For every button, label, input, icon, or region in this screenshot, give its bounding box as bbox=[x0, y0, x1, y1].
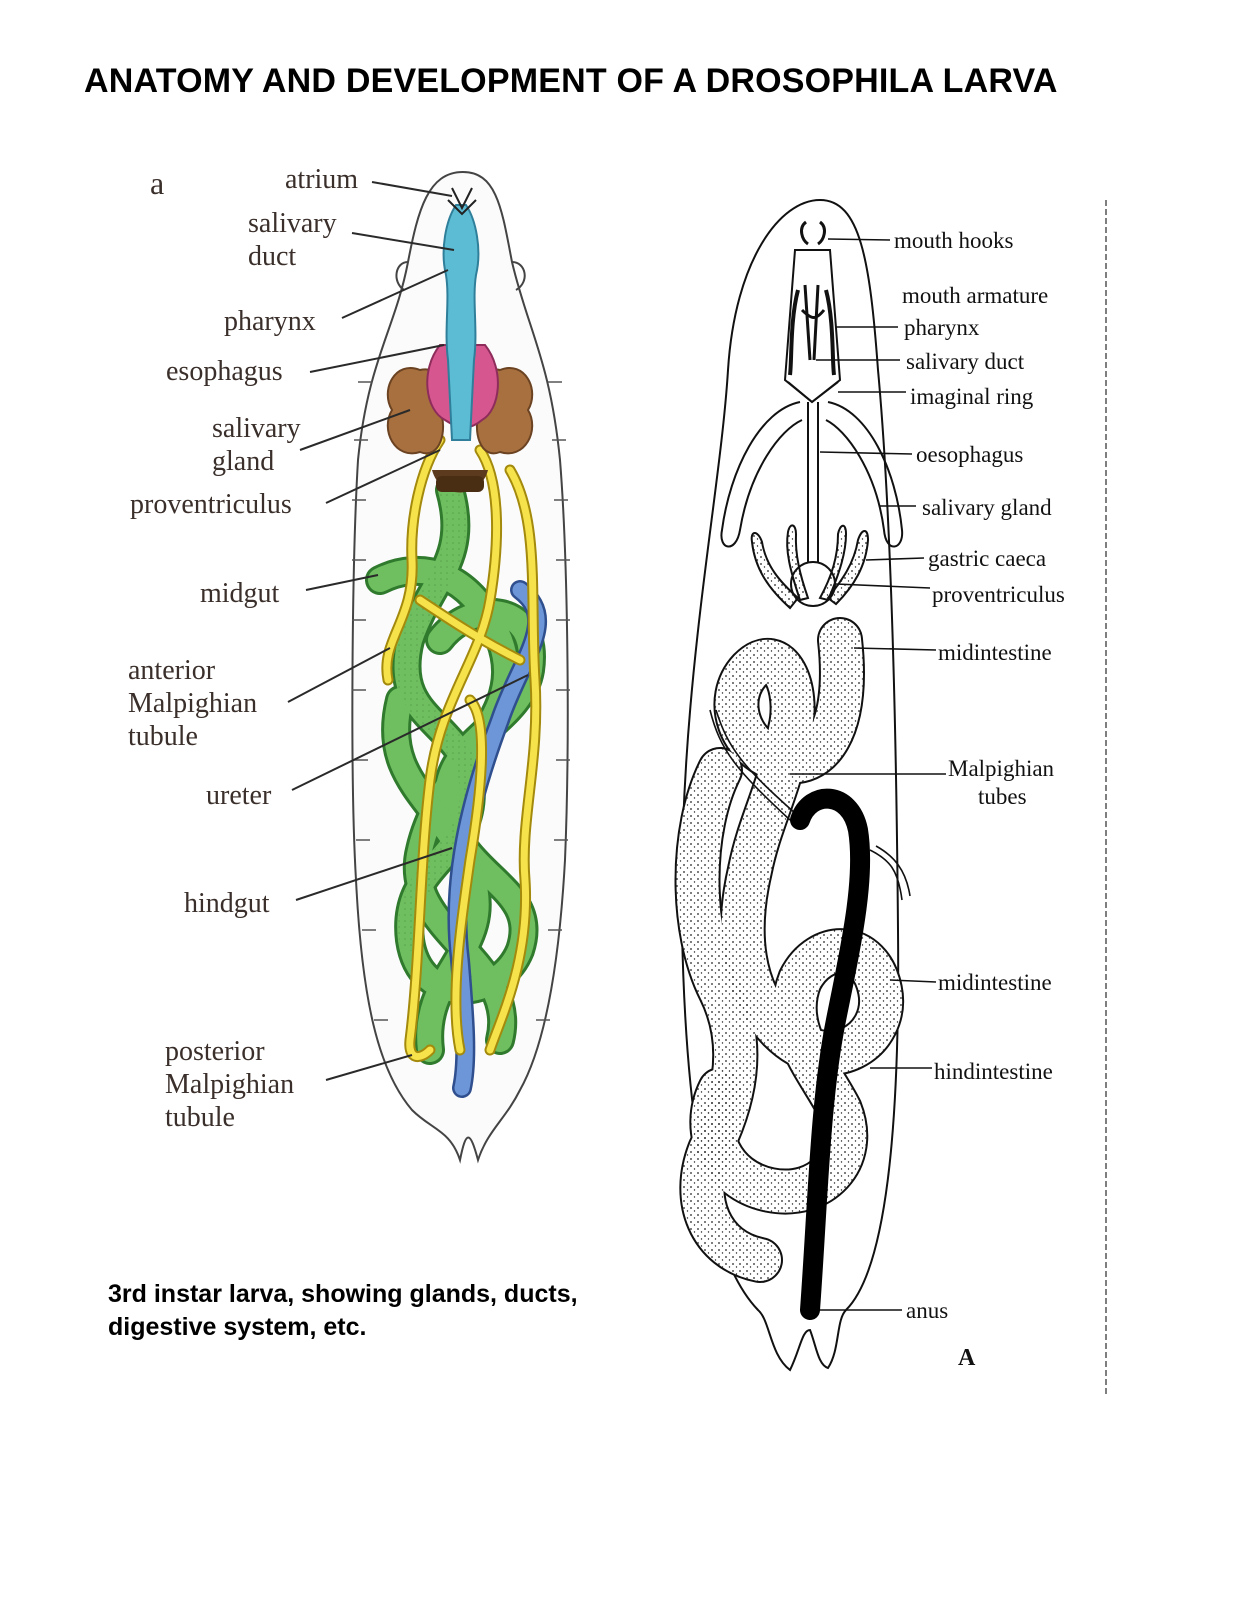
label-posterior-malpighian-line3: tubule bbox=[165, 1102, 235, 1133]
label-pharynx-b: pharynx bbox=[904, 315, 980, 340]
label-proventriculus: proventriculus bbox=[130, 489, 292, 520]
label-hindgut: hindgut bbox=[184, 888, 270, 919]
label-imaginal-ring: imaginal ring bbox=[910, 384, 1034, 409]
caption-line-2: digestive system, etc. bbox=[108, 1313, 367, 1341]
label-esophagus: esophagus bbox=[166, 356, 283, 387]
label-midintestine-1: midintestine bbox=[938, 640, 1052, 665]
label-malpighian-tubes-line2: tubes bbox=[978, 784, 1027, 809]
mouth-hooks bbox=[800, 220, 826, 246]
segment-ticks bbox=[352, 381, 570, 1021]
label-midintestine-2: midintestine bbox=[938, 970, 1052, 995]
label-salivary-gland-b: salivary gland bbox=[922, 495, 1052, 520]
mouth-armature bbox=[783, 249, 842, 404]
label-salivary-duct-b: salivary duct bbox=[906, 349, 1025, 374]
label-proventriculus-b: proventriculus bbox=[932, 582, 1065, 607]
salivary-duct bbox=[442, 204, 480, 441]
caption-line-1: 3rd instar larva, showing glands, ducts, bbox=[108, 1280, 578, 1308]
figure-a-panel-letter: a bbox=[150, 165, 164, 201]
label-anterior-malpighian-line3: tubule bbox=[128, 721, 198, 752]
label-ureter: ureter bbox=[206, 780, 272, 811]
figure-caption: 3rd instar larva, showing glands, ducts,… bbox=[108, 1278, 578, 1344]
imaginal-ring bbox=[787, 381, 839, 404]
label-midgut: midgut bbox=[200, 578, 280, 609]
label-oesophagus: oesophagus bbox=[916, 442, 1023, 467]
label-hindintestine: hindintestine bbox=[934, 1059, 1053, 1084]
label-mouth-armature: mouth armature bbox=[902, 283, 1048, 308]
label-salivary-duct-line2: duct bbox=[248, 241, 296, 272]
gastric-caeca bbox=[750, 524, 870, 610]
figure-a-colored-larva: a atrium salivary duct pharynx esophagus… bbox=[128, 164, 570, 1164]
malpighian-tubules bbox=[381, 434, 542, 1062]
atrium bbox=[447, 187, 477, 216]
label-atrium: atrium bbox=[285, 164, 358, 195]
label-salivary-duct-line1: salivary bbox=[248, 208, 337, 239]
label-salivary-gland-line2: gland bbox=[212, 446, 274, 477]
midintestine bbox=[674, 617, 905, 1283]
figure-a-leader-lines bbox=[287, 181, 529, 1081]
label-anterior-malpighian-line2: Malpighian bbox=[128, 688, 257, 719]
label-posterior-malpighian-line2: Malpighian bbox=[165, 1069, 294, 1100]
label-gastric-caeca: gastric caeca bbox=[928, 546, 1046, 571]
malpighian-tubes bbox=[709, 709, 911, 901]
label-malpighian-tubes-line1: Malpighian bbox=[948, 756, 1055, 781]
label-mouth-hooks: mouth hooks bbox=[894, 228, 1014, 253]
label-anterior-malpighian-line1: anterior bbox=[128, 655, 216, 686]
page-title: ANATOMY AND DEVELOPMENT OF A DROSOPHILA … bbox=[84, 62, 1058, 100]
label-pharynx: pharynx bbox=[224, 306, 316, 337]
salivary-gland-b bbox=[720, 401, 904, 548]
label-anus: anus bbox=[906, 1298, 948, 1323]
hindintestine bbox=[790, 788, 871, 1320]
figure-b-line-drawing-larva: mouth hooks mouth armature pharynx saliv… bbox=[674, 198, 1107, 1395]
oesophagus bbox=[807, 402, 819, 565]
label-salivary-gland-line1: salivary bbox=[212, 413, 301, 444]
label-posterior-malpighian-line1: posterior bbox=[165, 1036, 265, 1067]
figure-b-panel-letter: A bbox=[958, 1345, 976, 1371]
figure-b-leader-lines bbox=[790, 238, 946, 1311]
